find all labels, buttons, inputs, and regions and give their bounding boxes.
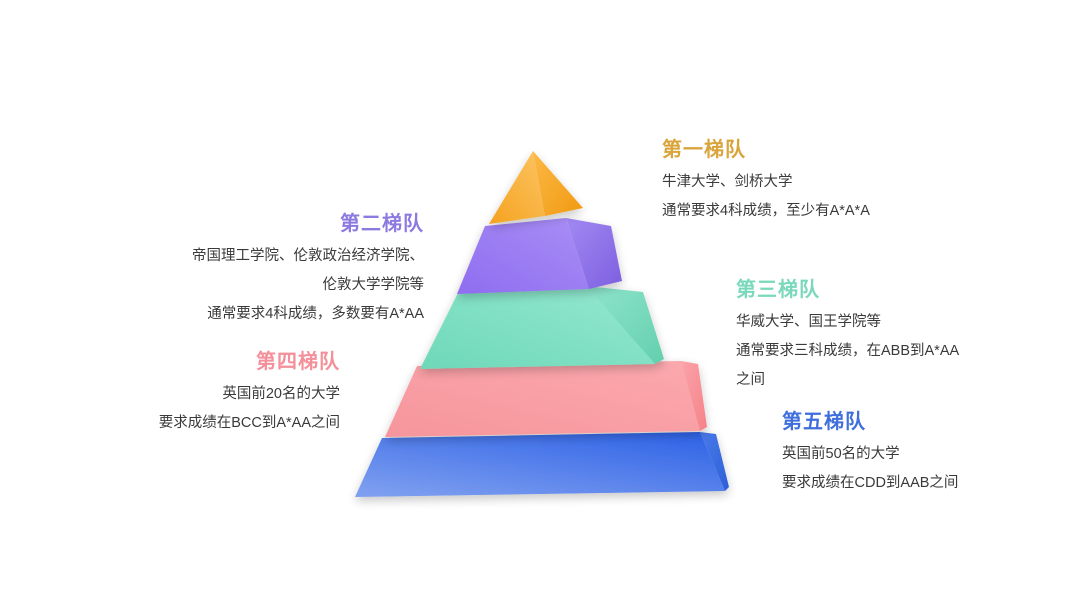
tier-5-line-1: 英国前50名的大学 — [782, 446, 900, 462]
tier-1-line-1: 牛津大学、剑桥大学 — [662, 174, 793, 190]
pyramid-tier-4-shape — [385, 361, 707, 437]
tier-5-line-2: 要求成绩在CDD到AAB之间 — [782, 475, 959, 491]
tier-4-title: 第四梯队 — [256, 351, 340, 373]
tier-1-title: 第一梯队 — [662, 139, 746, 161]
tier-3-callout: 第三梯队 华威大学、国王学院等 通常要求三科成绩，在ABB到A*AA 之间 — [736, 278, 959, 395]
tier-2-line-1: 帝国理工学院、伦敦政治经济学院、 — [192, 248, 424, 264]
pyramid-tier-5-shape — [355, 432, 729, 497]
pyramid-tier-1-shape — [489, 151, 583, 224]
tier-3-line-2: 通常要求三科成绩，在ABB到A*AA — [736, 343, 960, 359]
tier-3-title: 第三梯队 — [736, 279, 820, 301]
tier-3-line-1: 华威大学、国王学院等 — [736, 314, 881, 330]
tier-2-callout: 第二梯队 帝国理工学院、伦敦政治经济学院、 伦敦大学学院等 通常要求4科成绩，多… — [152, 212, 424, 329]
tier-4-line-2: 要求成绩在BCC到A*AA之间 — [158, 415, 340, 431]
tier-2-line-2: 伦敦大学学院等 — [322, 277, 425, 293]
tier-4-line-1: 英国前20名的大学 — [222, 386, 340, 402]
tier-4-callout: 第四梯队 英国前20名的大学 要求成绩在BCC到A*AA之间 — [140, 350, 340, 438]
tier-5-callout: 第五梯队 英国前50名的大学 要求成绩在CDD到AAB之间 — [782, 410, 958, 498]
tier-2-line-3: 通常要求4科成绩，多数要有A*AA — [207, 306, 424, 322]
pyramid-tier-3-shape — [420, 286, 664, 369]
tier-1-callout: 第一梯队 牛津大学、剑桥大学 通常要求4科成绩，至少有A*A*A — [662, 138, 870, 226]
pyramid-tier-2-shape — [457, 218, 622, 294]
tier-2-title: 第二梯队 — [340, 213, 424, 235]
tier-3-line-3: 之间 — [736, 372, 765, 388]
tier-1-line-2: 通常要求4科成绩，至少有A*A*A — [662, 203, 870, 219]
tier-5-title: 第五梯队 — [782, 411, 866, 433]
